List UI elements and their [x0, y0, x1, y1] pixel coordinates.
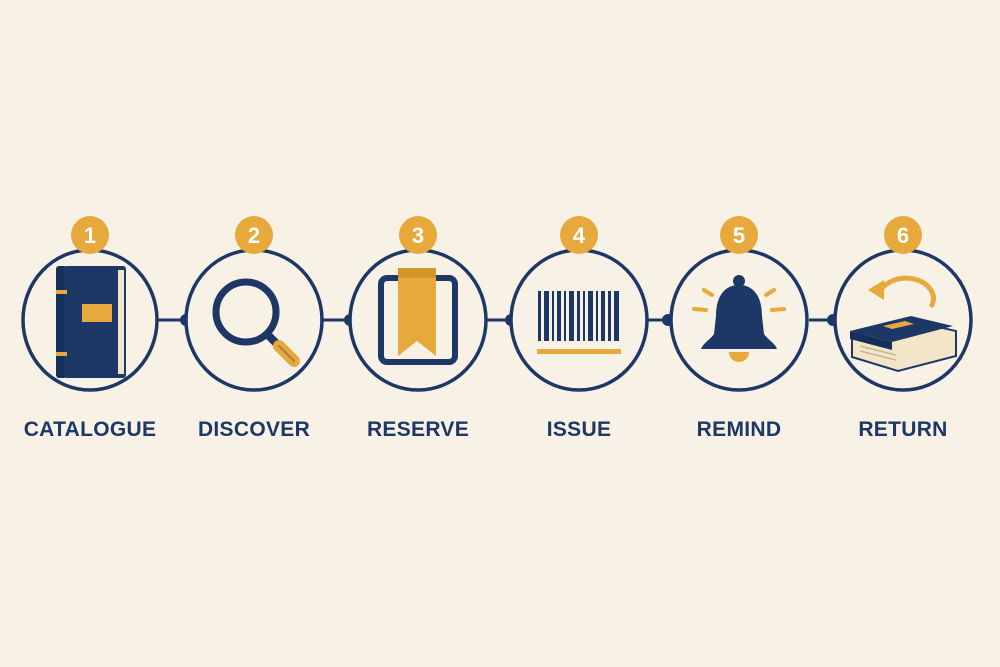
step-badge: [71, 216, 109, 254]
bell-icon: [692, 275, 786, 362]
book-icon: [56, 266, 126, 378]
step-label: RETURN: [858, 418, 947, 441]
step-discover: 2 DISCOVER: [184, 216, 324, 441]
magnifier-icon: [212, 278, 300, 367]
step-label: ISSUE: [547, 418, 612, 441]
step-number: 5: [733, 223, 745, 248]
barcode-icon: [537, 291, 621, 354]
step-label: REMIND: [697, 418, 782, 441]
step-issue: 4 ISSUE: [509, 216, 649, 441]
bookmark-icon: [378, 268, 458, 365]
return-book-icon: [850, 275, 957, 373]
step-badge: [235, 216, 273, 254]
step-number: 1: [84, 223, 96, 248]
step-return: 6 RETURN: [833, 216, 973, 441]
step-ring: [184, 248, 324, 392]
step-badge: [884, 216, 922, 254]
step-catalogue: 1 CATALOGUE: [21, 216, 159, 441]
step-label: CATALOGUE: [24, 418, 157, 441]
step-badge: [560, 216, 598, 254]
step-label: DISCOVER: [198, 418, 310, 441]
step-badge: [399, 216, 437, 254]
step-remind: 5 REMIND: [669, 216, 809, 441]
step-reserve: 3 RESERVE: [348, 216, 488, 441]
step-number: 2: [248, 223, 260, 248]
step-number: 3: [412, 223, 424, 248]
step-badge: [720, 216, 758, 254]
step-number: 4: [573, 223, 586, 248]
step-number: 6: [897, 223, 909, 248]
step-label: RESERVE: [367, 418, 469, 441]
